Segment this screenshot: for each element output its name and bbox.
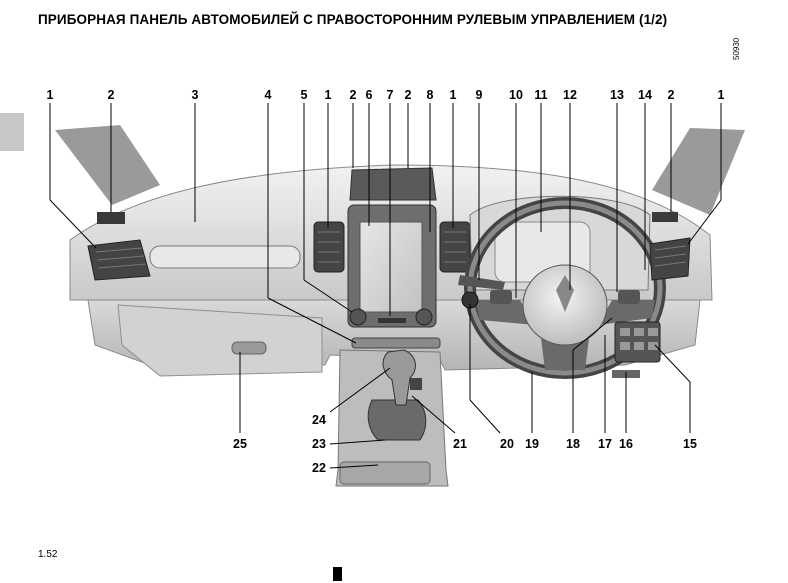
callout-15: 15 bbox=[683, 437, 697, 451]
console-button bbox=[410, 378, 422, 390]
cup-holder-area bbox=[339, 461, 431, 485]
indicator-stalk bbox=[458, 275, 505, 290]
callout-3: 3 bbox=[192, 88, 199, 102]
callout-22: 22 bbox=[312, 461, 326, 475]
page-number: 1.52 bbox=[38, 549, 58, 560]
glovebox bbox=[117, 304, 323, 377]
callout-2: 2 bbox=[405, 88, 412, 102]
callout-9: 9 bbox=[476, 88, 483, 102]
callout-1: 1 bbox=[450, 88, 457, 102]
centre-right-air-vent bbox=[439, 221, 471, 273]
callout-7: 7 bbox=[387, 88, 394, 102]
steering-wheel-controls bbox=[490, 290, 640, 304]
callout-8: 8 bbox=[427, 88, 434, 102]
left-side-demister bbox=[97, 212, 125, 224]
callout-25: 25 bbox=[233, 437, 247, 451]
centre-control-strip bbox=[351, 337, 441, 349]
callout-17: 17 bbox=[598, 437, 612, 451]
left-outer-air-vent bbox=[87, 239, 151, 281]
right-control-knob bbox=[415, 308, 433, 326]
top-display-cover bbox=[349, 167, 437, 201]
callout-14: 14 bbox=[638, 88, 652, 102]
multimedia-screen bbox=[347, 204, 437, 328]
callout-2: 2 bbox=[108, 88, 115, 102]
callout-4: 4 bbox=[265, 88, 272, 102]
callout-6: 6 bbox=[366, 88, 373, 102]
page-title: ПРИБОРНАЯ ПАНЕЛЬ АВТОМОБИЛЕЙ С ПРАВОСТОР… bbox=[38, 12, 668, 27]
callout-5: 5 bbox=[301, 88, 308, 102]
a-pillars bbox=[55, 125, 745, 215]
callout-20: 20 bbox=[500, 437, 514, 451]
callout-24: 24 bbox=[312, 413, 326, 427]
gear-lever-gaiter bbox=[367, 399, 427, 441]
page-edge-marker bbox=[333, 567, 342, 581]
callout-13: 13 bbox=[610, 88, 624, 102]
callout-18: 18 bbox=[566, 437, 580, 451]
section-tab-marker bbox=[0, 113, 24, 151]
callout-23: 23 bbox=[312, 437, 326, 451]
callout-leader-lines bbox=[49, 103, 722, 469]
callout-12: 12 bbox=[563, 88, 577, 102]
callout-11: 11 bbox=[534, 88, 547, 102]
callout-21: 21 bbox=[453, 437, 467, 451]
right-outer-air-vent bbox=[649, 237, 691, 281]
steering-wheel bbox=[464, 197, 666, 379]
gear-lever bbox=[382, 349, 416, 406]
callout-16: 16 bbox=[619, 437, 633, 451]
right-side-demister bbox=[652, 212, 678, 222]
callout-10: 10 bbox=[509, 88, 523, 102]
passenger-trim-strip bbox=[149, 245, 301, 269]
callout-labels: 1 2 3 4 5 1 2 6 7 2 8 1 9 10 11 12 13 14… bbox=[47, 88, 725, 475]
callout-2: 2 bbox=[350, 88, 357, 102]
callout-19: 19 bbox=[525, 437, 539, 451]
glovebox-handle bbox=[231, 341, 267, 355]
left-control-knob bbox=[349, 308, 367, 326]
callout-2: 2 bbox=[668, 88, 675, 102]
centre-left-air-vent bbox=[313, 221, 345, 273]
callout-1: 1 bbox=[718, 88, 725, 102]
callout-1: 1 bbox=[325, 88, 332, 102]
right-switch-panel bbox=[614, 321, 661, 363]
callout-1: 1 bbox=[47, 88, 54, 102]
